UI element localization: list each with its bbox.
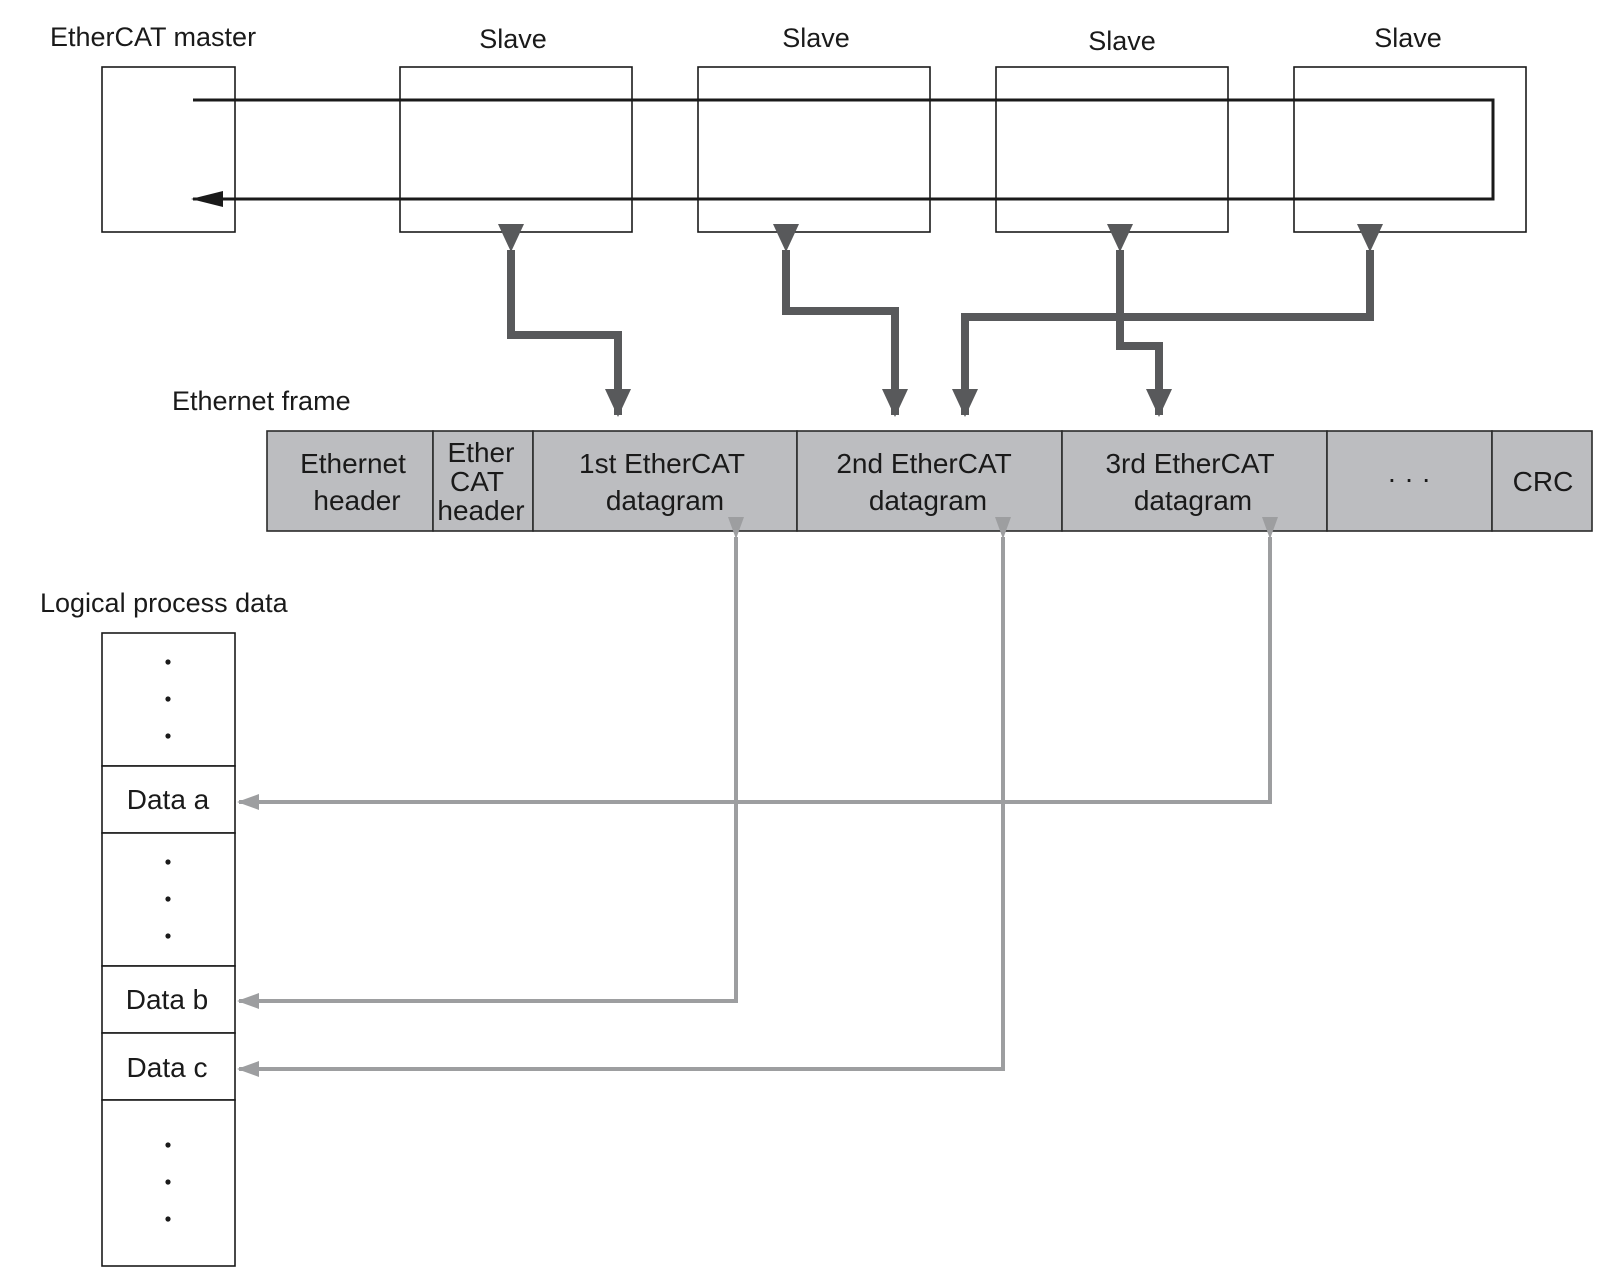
data-cell-b [101, 965, 236, 1034]
frame-text-ethercat-header-1: Ether [448, 437, 515, 468]
slave2-datagram2-link [773, 224, 908, 417]
slave-label-4: Slave [1374, 23, 1442, 53]
data-cell-c [101, 1032, 236, 1101]
ellipsis-dot [165, 659, 171, 665]
slave-box-2 [697, 66, 931, 233]
data-cell-a [101, 765, 236, 834]
frame-cell-datagram-2 [796, 430, 1063, 532]
frame-text-datagram-3-line1: 3rd EtherCAT [1105, 448, 1274, 479]
master-box [101, 66, 236, 233]
frame-text-datagram-1-line2: datagram [606, 485, 724, 516]
frame-label: Ethernet frame [172, 386, 351, 416]
slave1-datagram1-link [498, 224, 631, 417]
slave-label-3: Slave [1088, 26, 1156, 56]
frame-text-datagram-3-line2: datagram [1134, 485, 1252, 516]
process-data-table: Data a Data b Data c [101, 632, 236, 1267]
datagram1-to-data-b-link [237, 517, 744, 1009]
ellipsis-dot [165, 1179, 171, 1185]
frame-text-ethercat-header-3: header [437, 495, 524, 526]
master-label: EtherCAT master [50, 22, 256, 52]
frame-cell-crc [1491, 430, 1593, 532]
data-text-c: Data c [127, 1052, 208, 1083]
data-text-b: Data b [126, 984, 209, 1015]
frame-text-datagram-2-line1: 2nd EtherCAT [836, 448, 1011, 479]
frame-cell-datagram-1 [532, 430, 798, 532]
frame-cell-ethernet-header [266, 430, 434, 532]
slave-box-4 [1293, 66, 1527, 233]
frame-text-datagram-1-line1: 1st EtherCAT [579, 448, 745, 479]
slave-box-1 [399, 66, 633, 233]
ellipsis-dot [165, 696, 171, 702]
ellipsis-dot [165, 1216, 171, 1222]
ellipsis-dot [165, 933, 171, 939]
slave-label-1: Slave [479, 24, 547, 54]
ellipsis-dot [165, 1142, 171, 1148]
frame-text-ellipsis: · · · [1387, 463, 1431, 494]
frame-text-crc: CRC [1513, 466, 1574, 497]
data-text-a: Data a [127, 784, 210, 815]
datagram2-to-data-c-link [237, 517, 1011, 1077]
ellipsis-dot [165, 859, 171, 865]
slave3-datagram3-link [1107, 224, 1172, 417]
frame-text-ethercat-header-2: CAT [450, 466, 504, 497]
frame-text-datagram-2-line2: datagram [869, 485, 987, 516]
ring-line [191, 98, 1495, 207]
frame-cell-ellipsis [1326, 430, 1493, 532]
frame-cell-datagram-3 [1061, 430, 1328, 532]
datagram3-to-data-a-link [237, 517, 1278, 810]
ellipsis-dot [165, 896, 171, 902]
ethernet-frame: Ethernet header Ether CAT header 1st Eth… [266, 430, 1593, 532]
frame-text-ethernet-header-1: Ethernet [300, 448, 406, 479]
process-label: Logical process data [40, 588, 289, 618]
frame-text-ethernet-header-2: header [313, 485, 400, 516]
slave-label-2: Slave [782, 23, 850, 53]
slave4-datagram2-link [952, 224, 1383, 417]
ellipsis-dot [165, 733, 171, 739]
slave-box-3 [995, 66, 1229, 233]
